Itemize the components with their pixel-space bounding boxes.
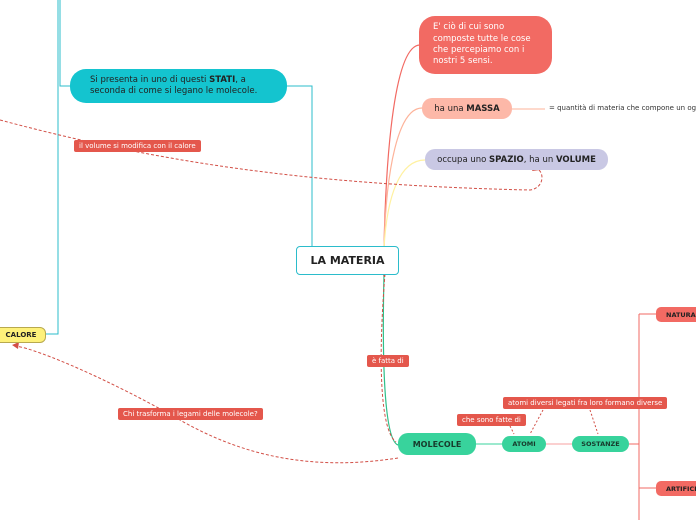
naturali-text: NATURAL (666, 310, 696, 319)
naturali-node[interactable]: NATURAL (656, 307, 696, 322)
atomi-text: ATOMI (512, 440, 536, 448)
atomi-node[interactable]: ATOMI (502, 436, 546, 452)
stati-text: Si presenta in uno di questi STATI, a se… (90, 75, 267, 98)
artificiali-node[interactable]: ARTIFICI (656, 481, 696, 496)
stati-connector (285, 85, 313, 246)
calore-connector (46, 0, 59, 335)
artificiali-text: ARTIFICI (666, 484, 696, 493)
volume-middle: , ha un (523, 154, 556, 165)
massa-prefix: ha una (434, 103, 467, 114)
top-left-connector (59, 0, 70, 87)
volume-node[interactable]: occupa uno SPAZIO, ha un VOLUME (425, 149, 608, 170)
volume-bold-volume: VOLUME (555, 154, 596, 165)
center-title: LA MATERIA (310, 254, 385, 267)
stati-suffix: , a seconda di come si legano le molecol… (90, 74, 258, 96)
che-sono-fatte-dashed (509, 425, 515, 435)
label-volume-calore[interactable]: il volume si modifica con il calore (74, 140, 201, 152)
calore-text: CALORE (5, 331, 37, 339)
massa-connector (383, 107, 423, 249)
label-fatta-di[interactable]: è fatta di (367, 355, 409, 367)
center-node[interactable]: LA MATERIA (296, 246, 399, 275)
molecole-node[interactable]: MOLECOLE (398, 433, 476, 455)
stati-prefix: Si presenta in uno di questi (90, 74, 210, 85)
definition-text: E' ciò di cui sono composte tutte le cos… (433, 22, 531, 67)
massa-definition: = quantità di materia che compone un ogg… (549, 104, 696, 112)
fatta-di-dashed (380, 273, 397, 443)
definition-node[interactable]: E' ciò di cui sono composte tutte le cos… (419, 16, 552, 74)
trasforma-dashed (15, 345, 399, 464)
molecole-text: MOLECOLE (412, 439, 462, 449)
definition-connector (383, 44, 421, 249)
sostanze-node[interactable]: SOSTANZE (572, 436, 629, 452)
label-che-sono-fatte-di[interactable]: che sono fatte di (457, 414, 526, 426)
volume-prefix: occupa uno (437, 154, 490, 165)
massa-node[interactable]: ha una MASSA (422, 98, 512, 119)
sostanze-text: SOSTANZE (581, 440, 620, 448)
calore-node[interactable]: CALORE (0, 327, 46, 343)
volume-bold-spazio: SPAZIO (489, 154, 524, 165)
stati-bold: STATI (209, 74, 236, 85)
label-trasforma[interactable]: Chi trasforma i legami delle molecole? (118, 408, 263, 420)
stati-node[interactable]: Si presenta in uno di questi STATI, a se… (70, 69, 287, 103)
atomi-diversi-dashed (529, 409, 544, 435)
atomi-diversi-dashed-2 (589, 409, 599, 435)
label-atomi-diversi[interactable]: atomi diversi legati fra loro formano di… (503, 397, 668, 409)
massa-bold: MASSA (466, 103, 500, 114)
